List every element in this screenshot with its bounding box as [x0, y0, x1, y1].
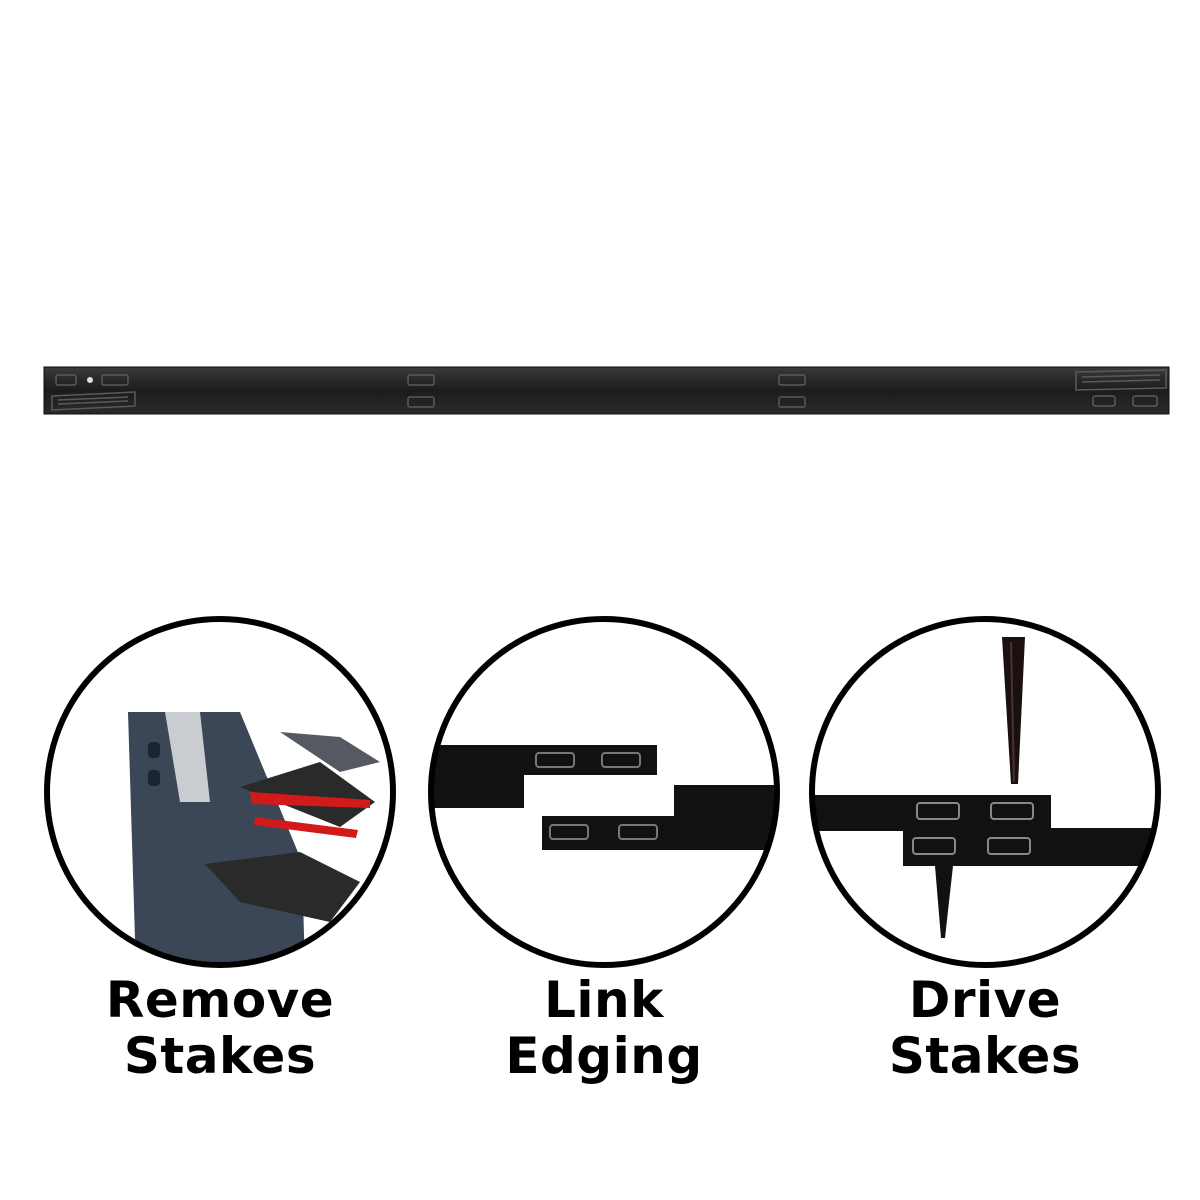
edging-strip-body	[43, 366, 1170, 415]
step-remove-stakes-caption: Remove Stakes	[0, 972, 440, 1084]
step-link-edging-caption: Link Edging	[384, 972, 824, 1084]
step-drive-stakes-line2: Stakes	[888, 1027, 1082, 1085]
step-link-edging-line2: Edging	[505, 1027, 703, 1085]
pliers-remove-stake-icon	[44, 616, 396, 968]
step-remove-stakes-line1: Remove	[105, 971, 335, 1029]
step-remove-stakes-line2: Stakes	[123, 1027, 317, 1085]
left-end-slots	[51, 374, 136, 411]
right-end-slots	[1075, 369, 1167, 407]
step-drive-stakes-caption: Drive Stakes	[765, 972, 1200, 1084]
step-drive-stakes-line1: Drive	[908, 971, 1062, 1029]
middle-slots	[407, 374, 806, 408]
link-edging-icon	[428, 616, 780, 968]
drive-stake-icon	[809, 616, 1161, 968]
step-link-edging-line1: Link	[544, 971, 664, 1029]
